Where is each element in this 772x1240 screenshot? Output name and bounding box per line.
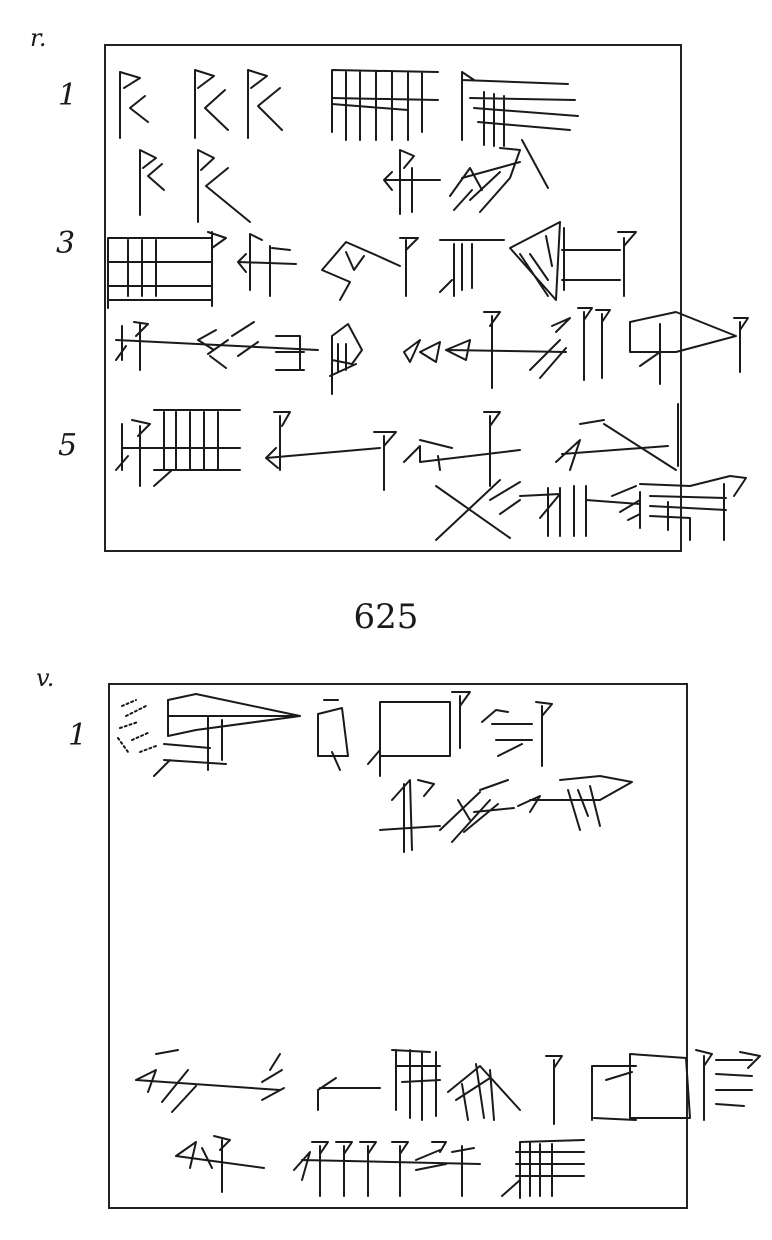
obverse-line-number-1: 1 bbox=[58, 78, 78, 113]
obverse-line-2-signs bbox=[139, 139, 549, 223]
obverse-frame bbox=[104, 44, 682, 552]
reverse-damaged-signs bbox=[117, 699, 157, 753]
obverse-line-number-5: 5 bbox=[58, 428, 78, 463]
obverse-line-6-signs bbox=[435, 475, 747, 541]
obverse-line-5-signs bbox=[115, 403, 679, 491]
reverse-frame bbox=[108, 683, 688, 1209]
obverse-line-1-signs bbox=[119, 69, 579, 147]
reverse-lower-line-2-signs bbox=[175, 1135, 585, 1199]
obverse-face-label: r. bbox=[30, 24, 47, 52]
reverse-line-1-signs bbox=[117, 691, 553, 777]
tablet-number: 625 bbox=[353, 597, 419, 637]
obverse-line-4-signs bbox=[115, 307, 749, 395]
reverse-face-label: v. bbox=[36, 664, 55, 692]
obverse-line-number-3: 3 bbox=[56, 226, 76, 261]
reverse-lower-line-1-signs bbox=[135, 1049, 761, 1125]
reverse-line-number-1: 1 bbox=[68, 718, 88, 753]
reverse-line-2-signs bbox=[379, 775, 633, 853]
obverse-line-3-signs bbox=[107, 221, 637, 309]
